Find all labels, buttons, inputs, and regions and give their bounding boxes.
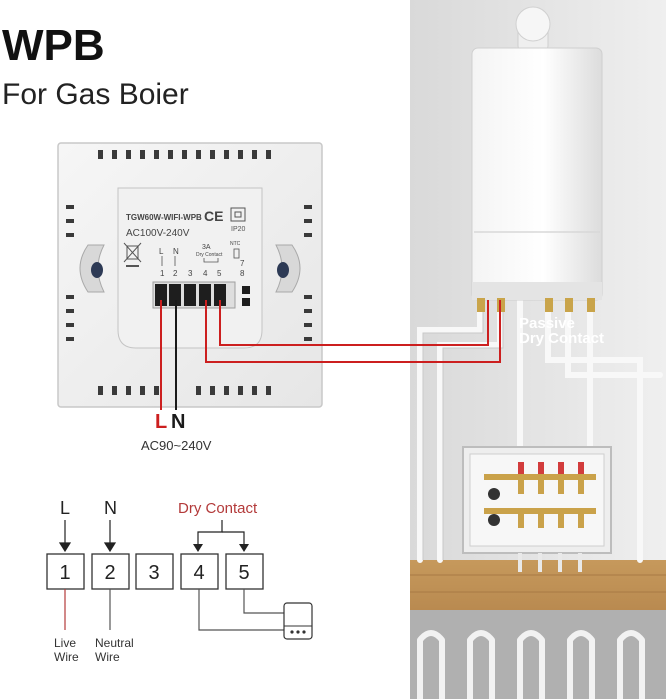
- terminal-label-2: 2: [173, 269, 178, 278]
- wiring-schematic: L N Dry Contact 1 2 3 4 5: [46, 498, 313, 664]
- dry-contact-wire-5: [219, 300, 489, 346]
- boiler-contact-label-line2: Dry Contact: [519, 330, 604, 347]
- device-voltage: AC100V-240V: [126, 228, 190, 239]
- schematic-terminal-3: [135, 553, 174, 590]
- ntc-label: NTC: [230, 241, 241, 247]
- schematic-live-caption-1: Live: [54, 636, 76, 650]
- schematic-boiler-wire-4: [198, 589, 296, 631]
- device-model: TGW60W-WIFI-WPB: [126, 213, 202, 222]
- weee-bin-icon: [123, 242, 142, 267]
- underfloor-heating-pipes: [417, 630, 645, 699]
- schematic-dry-contact-label: Dry Contact: [178, 500, 258, 517]
- screed-floor: [410, 610, 666, 699]
- device-ip-rating: IP20: [231, 226, 246, 233]
- double-insulation-mark: [230, 207, 246, 222]
- installation-scene: Passive Dry Contact: [410, 0, 666, 699]
- relay-rating: 3A: [202, 244, 211, 251]
- terminal-label-N: N: [173, 247, 179, 256]
- terminal-label-L: L: [159, 247, 164, 256]
- schematic-terminal-4-number: 4: [193, 562, 204, 584]
- terminal-label-8: 8: [240, 269, 245, 278]
- schematic-terminal-3-number: 3: [148, 562, 159, 584]
- supply-voltage-range: AC90~240V: [141, 438, 212, 453]
- schematic-neutral-caption-1: Neutral: [95, 636, 134, 650]
- terminal-label-1: 1: [160, 269, 165, 278]
- page-title: WPB: [2, 21, 105, 70]
- terminal-label-3: 3: [188, 269, 193, 278]
- boiler-contact-label-line1: Passive: [519, 315, 575, 332]
- schematic-terminal-1-number: 1: [59, 562, 70, 584]
- supply-neutral-label: N: [171, 411, 185, 433]
- terminal-screws: [155, 284, 226, 306]
- thermostat-back: TGW60W-WIFI-WPB CE IP20 AC100V-240V 3A D…: [57, 142, 323, 408]
- boiler-icon: [283, 602, 313, 640]
- relay-label: Dry Contact: [196, 252, 223, 258]
- schematic-boiler-wire-5: [243, 589, 285, 614]
- schematic-terminal-5: [225, 553, 264, 590]
- schematic-live-caption-2: Wire: [54, 650, 79, 664]
- schematic-terminal-2: [91, 553, 130, 590]
- terminal-label-5: 5: [217, 269, 222, 278]
- device-ce-mark: CE: [204, 208, 223, 224]
- vent-slots: [66, 150, 312, 395]
- terminal-label-7: 7: [240, 259, 245, 268]
- manifold: [484, 462, 596, 528]
- schematic-neutral-caption-2: Wire: [95, 650, 120, 664]
- terminal-label-4: 4: [203, 269, 208, 278]
- schematic-neutral-letter: N: [104, 498, 117, 518]
- supply-live-label: L: [155, 411, 167, 433]
- page-subtitle: For Gas Boier: [2, 78, 189, 111]
- schematic-terminal-5-number: 5: [238, 562, 249, 584]
- dry-contact-wire-4: [205, 300, 501, 363]
- photo-wires: [160, 300, 501, 410]
- schematic-live-letter: L: [60, 498, 70, 518]
- gas-boiler: [471, 47, 603, 301]
- schematic-terminal-2-number: 2: [104, 562, 115, 584]
